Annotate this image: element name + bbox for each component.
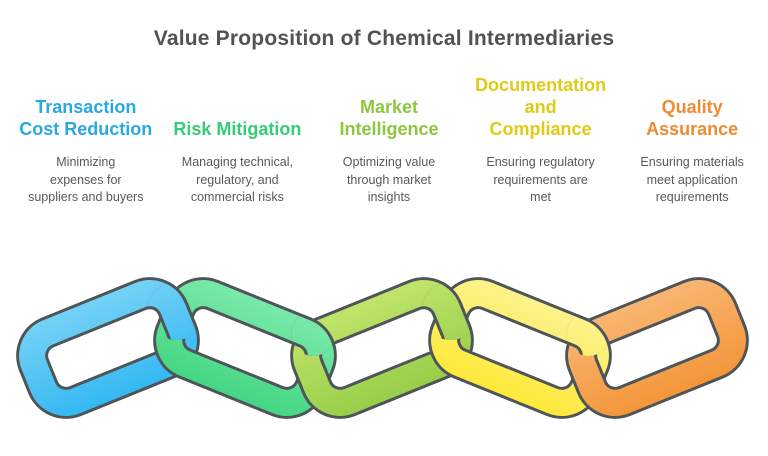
column-heading: Quality Assurance [646,97,739,139]
value-columns: Transaction Cost Reduction Minimizing ex… [0,68,768,207]
column-description: Optimizing value through market insights [342,155,436,204]
column-risk-mitigation: Risk Mitigation Managing technical, regu… [162,68,314,207]
column-quality-assurance: Quality Assurance Ensuring materials mee… [616,68,768,207]
chain-links-graphic [16,277,749,419]
column-market-intelligence: Market Intelligence Optimizing value thr… [313,68,465,207]
column-transaction-cost-reduction: Transaction Cost Reduction Minimizing ex… [10,68,162,207]
column-description: Managing technical, regulatory, and comm… [181,155,293,204]
page-title: Value Proposition of Chemical Intermedia… [153,27,615,50]
column-description: Ensuring materials meet application requ… [640,155,744,204]
column-description: Ensuring regulatory requirements are met [486,155,595,204]
column-heading: Risk Mitigation [173,119,302,139]
chain-link-quality-assurance [565,277,749,419]
column-documentation-compliance: Documentation and Compliance Ensuring re… [465,68,617,207]
column-heading: Transaction Cost Reduction [19,97,153,139]
column-heading: Market Intelligence [339,97,439,139]
column-description: Minimizing expenses for suppliers and bu… [28,155,144,204]
column-heading: Documentation and Compliance [475,75,607,139]
